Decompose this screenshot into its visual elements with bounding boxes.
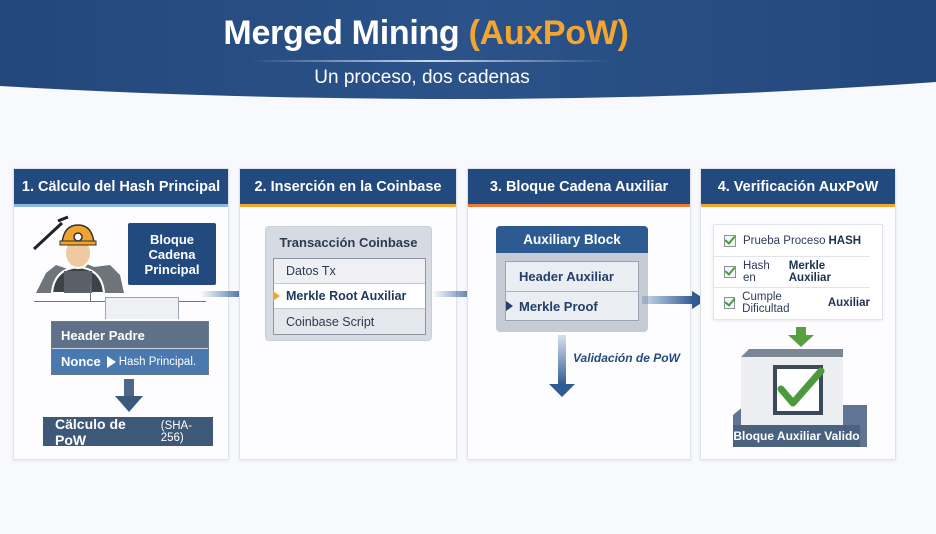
field-coinbase-script: Coinbase Script	[274, 309, 425, 334]
check-text: Cumple Dificultad	[742, 291, 790, 315]
pow-algorithm: (SHA-256)	[160, 419, 193, 444]
main-chain-block: Bloque Cadena Principal	[128, 223, 216, 285]
step-1-title: 1. Cälculo del Hash Principal	[14, 169, 228, 207]
check-emphasis: HASH	[828, 234, 862, 247]
step-4-title: 4. Verificación AuxPoW	[701, 169, 895, 207]
page-title: Merged Mining (AuxPoW)	[0, 14, 852, 53]
step-3-title: 3. Bloque Cadena Auxiliar	[468, 169, 690, 207]
checkbox-checked-icon	[724, 266, 736, 278]
validation-label: Validación de PoW	[573, 351, 680, 365]
step-2-title: 2. Inserción en la Coinbase	[240, 169, 456, 207]
check-text: Prueba Proceso	[743, 234, 826, 247]
step-panel-4: 4. Verificación AuxPoW Prueba Proceso HA…	[700, 168, 896, 460]
field-merkle-proof: Merkle Proof	[506, 291, 638, 320]
title-divider	[250, 60, 610, 62]
field-header-auxiliar: Header Auxiliar	[519, 269, 614, 284]
merkle-root-label: Merkle Root Auxiliar	[286, 289, 407, 303]
miner-icon	[32, 215, 124, 294]
header-tab-decoration	[105, 297, 179, 319]
pointer-marker-icon	[506, 301, 513, 311]
valid-block-icon	[733, 349, 867, 447]
coinbase-fields: Datos Tx Merkle Root Auxiliar Coinbase S…	[273, 258, 426, 335]
field-merkle-root-auxiliar: Merkle Root Auxiliar	[273, 284, 425, 309]
auxiliary-block-title: Auxiliary Block	[496, 226, 648, 253]
check-item-merkle: Hash en Merkle Auxiliar	[714, 256, 870, 287]
check-item-hash: Prueba Proceso HASH	[714, 225, 870, 256]
page-subtitle: Un proceso, dos cadenas	[314, 67, 530, 88]
check-text: Hash en	[742, 260, 770, 284]
step-panel-2: 2. Inserción en la Coinbase Transacción …	[239, 168, 457, 460]
verification-checklist: Prueba Proceso HASH Hash en Merkle Auxil…	[713, 224, 883, 320]
pow-calculation-box: Cälculo de PoW (SHA-256)	[43, 415, 213, 448]
nonce-row: Nonce Hash Principal.	[52, 348, 208, 374]
nonce-label: Nonce	[61, 354, 101, 369]
field-datos-tx: Datos Tx	[274, 259, 425, 284]
flow-arrow-3-4	[642, 291, 706, 309]
merkle-proof-label: Merkle Proof	[519, 298, 598, 314]
connector-line	[90, 286, 91, 301]
auxiliary-block-card: Auxiliary Block Header Auxiliar Merkle P…	[496, 226, 648, 332]
coinbase-transaction-card: Transacción Coinbase Datos Tx Merkle Roo…	[265, 226, 432, 341]
step-panel-3: 3. Bloque Cadena Auxiliar Auxiliary Bloc…	[467, 168, 691, 460]
down-arrow-validation-icon	[549, 335, 575, 397]
down-arrow-icon	[115, 379, 143, 412]
hash-principal-label: Hash Principal.	[118, 355, 197, 368]
pow-label: Cälculo de PoW	[55, 415, 126, 448]
parent-header-label: Header Padre	[52, 322, 208, 348]
check-item-difficulty: Cumple Dificultad Auxiliar	[714, 287, 870, 318]
play-arrow-icon	[106, 355, 116, 368]
checkbox-checked-icon	[724, 234, 736, 247]
highlight-marker-icon	[273, 291, 280, 301]
checkbox-checked-icon	[724, 297, 736, 309]
coinbase-card-title: Transacción Coinbase	[279, 235, 418, 250]
auxiliary-fields: Header Auxiliar Merkle Proof	[505, 261, 639, 321]
title-accent: (AuxPoW)	[468, 14, 629, 52]
step-panel-1: 1. Cälculo del Hash Principal Bloque Cad…	[13, 168, 229, 460]
banner-background	[0, 0, 936, 99]
check-emphasis: Merkle Auxiliar	[788, 260, 831, 284]
title-main: Merged Mining	[223, 14, 460, 52]
parent-header-box: Header Padre Nonce Hash Principal.	[51, 321, 209, 375]
green-down-arrow-icon	[788, 327, 814, 347]
check-emphasis: Auxiliar	[827, 297, 870, 309]
valid-block-label: Bloque Auxiliar Valido	[733, 425, 860, 447]
header-banner: Merged Mining (AuxPoW) Un proceso, dos c…	[0, 0, 936, 104]
